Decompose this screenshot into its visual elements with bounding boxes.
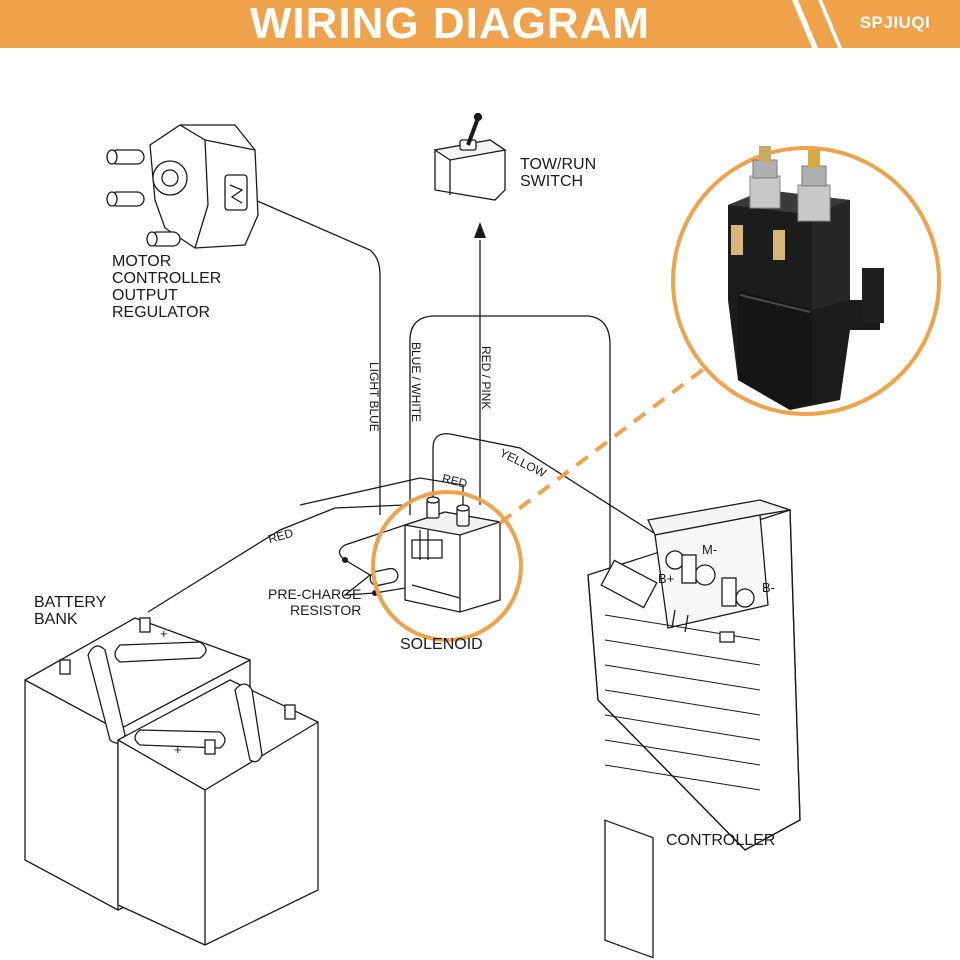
label-battery-bank: BATTERY BANK [34,594,107,628]
page-title: WIRING DIAGRAM [249,0,651,48]
label-controller: CONTROLLER [666,832,776,849]
label-tow-switch: TOW/RUN SWITCH [520,156,597,190]
leader-line [498,366,707,525]
battery-front [117,679,319,946]
wire-label-blue-white: BLUE / WHITE [409,342,423,423]
label-solenoid: SOLENOID [400,636,483,653]
label-precharge: PRE-CHARGE RESISTOR [268,586,362,618]
resistor-drawing [369,567,399,587]
wire-red-left [147,504,406,613]
wire-light-blue [254,199,381,515]
battery-back-plus: + [160,626,168,641]
solenoid-photo [728,146,884,410]
controller-drawing [587,499,801,959]
solenoid-drawing [404,496,501,613]
wire-red-top [299,477,464,515]
wires [147,199,666,613]
wire-label-red-pink: RED / PINK [479,346,493,410]
header-banner [0,0,960,48]
battery-front-plus: + [174,742,182,757]
solenoid-highlight [371,490,523,642]
wire-blue-white [409,315,611,570]
regulator-drawing [106,124,259,249]
wire-yellow [432,433,666,541]
brand-logo: SPJIUQI [859,13,931,32]
terminal-m-minus: M- [702,542,718,557]
arrow-to-switch [474,222,486,238]
wire-label-light-blue: LIGHT BLUE [367,362,381,432]
label-motor-regulator: MOTOR CONTROLLER OUTPUT REGULATOR [112,253,222,321]
tow-switch-drawing [433,112,507,201]
terminal-b-minus: B- [762,580,775,595]
wire-precharge [338,524,406,596]
terminal-b-plus: B+ [658,571,675,586]
